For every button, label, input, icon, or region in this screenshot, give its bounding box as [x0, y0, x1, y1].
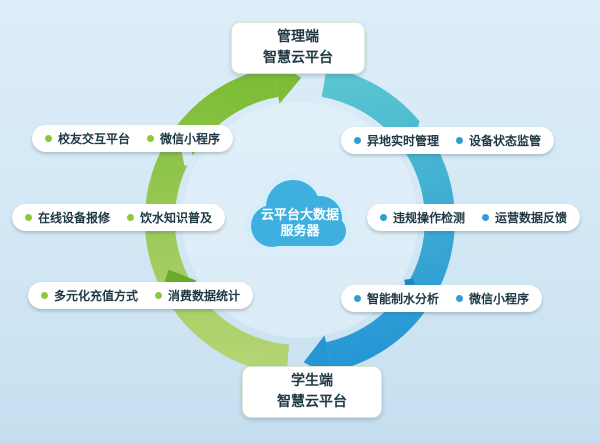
feature-group-right-1: 异地实时管理 设备状态监管 [341, 127, 555, 154]
feature-label: 微信小程序 [469, 292, 530, 306]
feature-item: 微信小程序 [147, 130, 220, 147]
feature-group-right-3: 智能制水分析 微信小程序 [341, 285, 543, 312]
feature-label: 多元化充值方式 [54, 289, 139, 303]
feature-label: 饮水知识普及 [140, 211, 213, 225]
feature-label: 微信小程序 [160, 132, 221, 146]
feature-item: 异地实时管理 [354, 132, 439, 149]
feature-label: 设备状态监管 [469, 134, 542, 148]
bullet-dot-icon [155, 292, 163, 299]
feature-item: 饮水知识普及 [127, 209, 212, 226]
bullet-dot-icon [41, 292, 48, 299]
feature-group-left-2: 在线设备报修 饮水知识普及 [12, 204, 226, 231]
feature-label: 运营数据反馈 [495, 211, 568, 225]
bullet-dot-icon [147, 135, 155, 142]
student-node: 学生端 智慧云平台 [242, 366, 382, 418]
feature-label: 消费数据统计 [168, 289, 241, 303]
management-node: 管理端 智慧云平台 [231, 22, 365, 74]
bullet-dot-icon [456, 295, 464, 302]
feature-item: 多元化充值方式 [41, 287, 138, 304]
student-node-line2: 智慧云平台 [277, 394, 347, 410]
feature-item: 设备状态监管 [456, 132, 541, 149]
feature-label: 违规操作检测 [393, 211, 466, 225]
management-node-line1: 管理端 [277, 29, 319, 45]
feature-item: 运营数据反馈 [482, 209, 567, 226]
feature-item: 在线设备报修 [25, 209, 110, 226]
feature-label: 智能制水分析 [367, 292, 440, 306]
feature-label: 在线设备报修 [38, 211, 111, 225]
cloud-server-label-line1: 云平台大数据 [260, 208, 339, 223]
bullet-dot-icon [482, 214, 490, 221]
bullet-dot-icon [127, 214, 135, 221]
cloud-server-label: 云平台大数据 服务器 [238, 208, 362, 240]
student-node-line1: 学生端 [291, 373, 333, 389]
feature-item: 校友交互平台 [45, 130, 130, 147]
feature-group-right-2: 违规操作检测 运营数据反馈 [367, 204, 581, 231]
bullet-dot-icon [456, 137, 464, 144]
bullet-dot-icon [380, 214, 387, 221]
management-node-line2: 智慧云平台 [263, 50, 333, 66]
feature-group-left-1: 校友交互平台 微信小程序 [32, 125, 234, 152]
feature-item: 智能制水分析 [354, 290, 439, 307]
feature-group-left-3: 多元化充值方式 消费数据统计 [28, 282, 254, 309]
cloud-server-label-line2: 服务器 [280, 224, 320, 239]
bullet-dot-icon [354, 137, 361, 144]
feature-label: 异地实时管理 [367, 134, 440, 148]
bullet-dot-icon [354, 295, 361, 302]
feature-item: 微信小程序 [456, 290, 529, 307]
feature-item: 违规操作检测 [380, 209, 465, 226]
feature-item: 消费数据统计 [155, 287, 240, 304]
bullet-dot-icon [45, 135, 52, 142]
cloud-icon [251, 180, 346, 247]
feature-label: 校友交互平台 [58, 132, 131, 146]
bullet-dot-icon [25, 214, 32, 221]
